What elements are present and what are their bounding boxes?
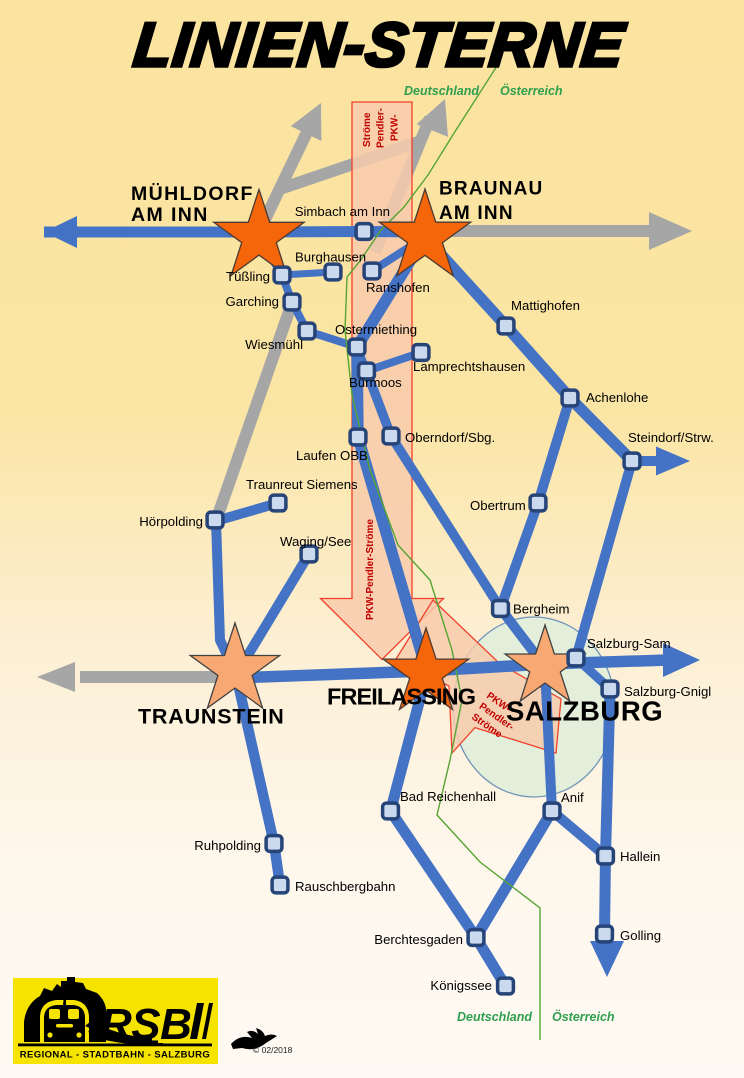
svg-text:Wiesmühl: Wiesmühl	[245, 337, 303, 352]
svg-text:Ströme: Ströme	[362, 112, 373, 147]
svg-text:RSB: RSB	[100, 1000, 191, 1049]
svg-text:Bürmoos: Bürmoos	[349, 375, 402, 390]
svg-text:Pendler-: Pendler-	[376, 108, 387, 148]
svg-text:Oberndorf/Sbg.: Oberndorf/Sbg.	[405, 430, 495, 445]
svg-text:MÜHLDORF: MÜHLDORF	[131, 182, 254, 205]
svg-text:BRAUNAU: BRAUNAU	[439, 179, 543, 200]
svg-text:Lamprechtshausen: Lamprechtshausen	[413, 359, 525, 374]
svg-text:Obertrum: Obertrum	[470, 498, 526, 513]
svg-text:Golling: Golling	[620, 928, 661, 943]
svg-text:Garching: Garching	[225, 294, 279, 309]
svg-text:Waging/See: Waging/See	[280, 534, 351, 549]
svg-text:AM INN: AM INN	[131, 204, 209, 226]
svg-text:Laufen OBB: Laufen OBB	[296, 448, 368, 463]
svg-text:Deutschland: Deutschland	[404, 84, 479, 98]
svg-text:Salzburg-Gnigl: Salzburg-Gnigl	[624, 684, 711, 699]
svg-text:Burghausen: Burghausen	[295, 250, 366, 265]
svg-text:Bergheim: Bergheim	[513, 602, 569, 617]
svg-text:Deutschland: Deutschland	[457, 1010, 532, 1024]
svg-text:Ranshofen: Ranshofen	[366, 280, 430, 295]
svg-text:Österreich: Österreich	[500, 83, 563, 98]
svg-text:Traunreut Siemens: Traunreut Siemens	[246, 477, 358, 492]
svg-text:PKW-: PKW-	[390, 115, 401, 141]
svg-text:Rauschbergbahn: Rauschbergbahn	[295, 879, 395, 894]
svg-text:SALZBURG: SALZBURG	[506, 696, 663, 727]
svg-text:REGIONAL - STADTBAHN - SALZBUR: REGIONAL - STADTBAHN - SALZBURG	[20, 1050, 210, 1061]
svg-text:Königssee: Königssee	[430, 978, 492, 993]
svg-text:Salzburg-Sam: Salzburg-Sam	[587, 636, 671, 651]
svg-text:© 02/2018: © 02/2018	[253, 1045, 293, 1055]
svg-text:Tüßling: Tüßling	[226, 269, 270, 284]
svg-text:Österreich: Österreich	[552, 1009, 615, 1024]
svg-text:Bad Reichenhall: Bad Reichenhall	[400, 789, 496, 804]
svg-text:Hallein: Hallein	[620, 849, 660, 864]
svg-text:Anif: Anif	[561, 790, 584, 805]
svg-text:Achenlohe: Achenlohe	[586, 390, 648, 405]
svg-text:Ruhpolding: Ruhpolding	[194, 838, 261, 853]
svg-text:Berchtesgaden: Berchtesgaden	[374, 932, 463, 947]
svg-text:Mattighofen: Mattighofen	[511, 298, 580, 313]
svg-text:Ostermiething: Ostermiething	[335, 322, 417, 337]
svg-text:FREILASSING: FREILASSING	[327, 684, 475, 710]
svg-text:LINIEN-STERNE: LINIEN-STERNE	[131, 11, 629, 80]
svg-text:Simbach am Inn: Simbach am Inn	[295, 204, 390, 219]
svg-text:AM INN: AM INN	[439, 203, 514, 224]
svg-text:Steindorf/Strw.: Steindorf/Strw.	[628, 430, 714, 445]
svg-text:TRAUNSTEIN: TRAUNSTEIN	[138, 705, 285, 729]
svg-text:Hörpolding: Hörpolding	[139, 514, 203, 529]
svg-text:PKW-Pendler-Ströme: PKW-Pendler-Ströme	[365, 519, 376, 620]
